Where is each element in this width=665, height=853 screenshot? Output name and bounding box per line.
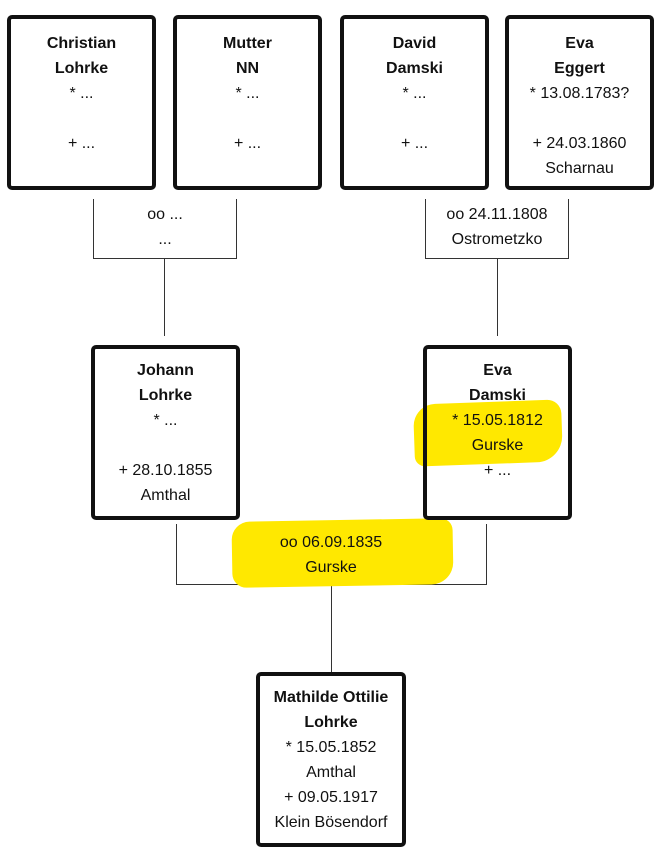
death-date: + 09.05.1917: [284, 789, 378, 806]
death-date: + ...: [483, 462, 512, 479]
person-first-name: Christian: [46, 35, 117, 52]
birth-place: [11, 106, 152, 131]
birth-place: [344, 106, 485, 131]
death-place: Amthal: [140, 487, 191, 504]
birth-date: * 15.05.1852: [285, 739, 377, 756]
marriage-label-parents: oo 06.09.1835 Gurske: [244, 530, 418, 580]
person-first-name: Mathilde Ottilie: [273, 689, 389, 706]
connector-paternal-grandparents: [93, 199, 94, 259]
birth-place: [177, 106, 318, 131]
marriage-date: oo ...: [147, 206, 183, 223]
birth-place: [95, 433, 236, 458]
person-box-mathilde-ottilie-lohrke: Mathilde Ottilie Lohrke * 15.05.1852 Amt…: [256, 672, 406, 847]
death-date: + ...: [400, 135, 429, 152]
marriage-place: Gurske: [305, 559, 357, 576]
death-place: Scharnau: [545, 160, 614, 177]
person-first-name: David: [392, 35, 437, 52]
connector-maternal-grandparents: [568, 199, 569, 259]
connector-paternal-grandparents: [236, 199, 237, 259]
person-last-name: Lohrke: [138, 387, 193, 404]
marriage-date: oo 06.09.1835: [279, 534, 383, 551]
marriage-label-paternal: oo ... ...: [94, 202, 236, 252]
person-box-mutter-nn: Mutter NN * ... + ...: [173, 15, 322, 190]
person-first-name: Eva: [483, 362, 512, 379]
birth-place: Gurske: [471, 437, 524, 454]
death-date: + 28.10.1855: [118, 462, 213, 479]
person-box-david-damski: David Damski * ... + ...: [340, 15, 489, 190]
person-last-name: NN: [235, 60, 260, 77]
person-box-eva-eggert: Eva Eggert * 13.08.1783? + 24.03.1860 Sc…: [505, 15, 654, 190]
birth-date: * ...: [69, 85, 94, 102]
birth-place: [509, 106, 650, 131]
connector-parents: [486, 524, 487, 585]
person-box-johann-lohrke: Johann Lohrke * ... + 28.10.1855 Amthal: [91, 345, 240, 520]
death-date: + ...: [233, 135, 262, 152]
birth-date: * 13.08.1783?: [529, 85, 630, 102]
person-last-name: Lohrke: [304, 714, 358, 731]
person-box-christian-lohrke: Christian Lohrke * ... + ...: [7, 15, 156, 190]
marriage-label-maternal: oo 24.11.1808 Ostrometzko: [426, 202, 568, 252]
person-box-eva-damski: Eva Damski * 15.05.1812 Gurske + ...: [423, 345, 572, 520]
connector-child-descent: [331, 584, 332, 672]
connector-maternal-grandparents: [425, 199, 426, 259]
connector-paternal-grandparents: [93, 258, 237, 259]
death-date: + ...: [67, 135, 96, 152]
death-date: + 24.03.1860: [532, 135, 627, 152]
birth-date: * ...: [235, 85, 260, 102]
marriage-date: oo 24.11.1808: [446, 206, 548, 223]
connector-maternal-descent: [497, 258, 498, 336]
connector-parents: [176, 524, 177, 585]
person-first-name: Johann: [137, 362, 194, 379]
birth-date: * ...: [402, 85, 427, 102]
death-place: Klein Bösendorf: [274, 814, 388, 831]
marriage-place: Ostrometzko: [451, 231, 543, 248]
person-last-name: Lohrke: [54, 60, 109, 77]
birth-date: * 15.05.1812: [452, 412, 543, 429]
person-first-name: Mutter: [223, 35, 272, 52]
marriage-place: ...: [158, 231, 172, 248]
person-last-name: Eggert: [554, 60, 605, 77]
person-last-name: Damski: [469, 387, 526, 404]
person-last-name: Damski: [386, 60, 443, 77]
birth-place: Amthal: [306, 764, 356, 781]
connector-paternal-descent: [164, 258, 165, 336]
person-first-name: Eva: [565, 35, 594, 52]
birth-date: * ...: [153, 412, 178, 429]
